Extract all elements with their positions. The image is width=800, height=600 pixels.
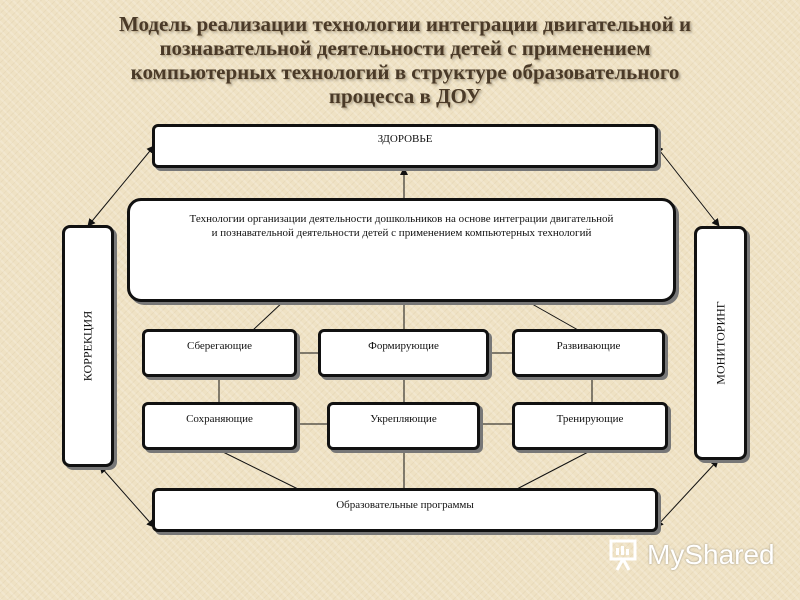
connector-preserving-to-programs [218, 449, 301, 491]
slide-title-line: Модель реализации технологии интеграции … [118, 12, 692, 36]
developing-box: Развивающие [512, 329, 665, 377]
watermark-logo: MyShared [607, 537, 775, 573]
arrow-health-monitoring [655, 145, 720, 227]
slide-title-line: познавательной деятельности детей с прим… [159, 36, 651, 60]
arrow-correction-programs [99, 465, 155, 528]
strengthening-box: Укрепляющие [327, 402, 480, 450]
programs-label: Образовательные программы [336, 499, 474, 511]
preserving-label: Сохраняющие [186, 413, 253, 425]
correction-box: КОРРЕКЦИЯ [62, 225, 114, 467]
monitoring-label: МОНИТОРИНГ [713, 301, 727, 385]
forming-label: Формирующие [368, 340, 439, 352]
strengthening-label: Укрепляющие [370, 413, 437, 425]
training-box: Тренирующие [512, 402, 668, 450]
preserving-box: Сохраняющие [142, 402, 297, 450]
connector-tech-to-developing [524, 299, 579, 331]
saving-box: Сберегающие [142, 329, 297, 377]
programs-box: Образовательные программы [152, 488, 658, 532]
watermark-text: MyShared [647, 539, 775, 570]
health-label: ЗДОРОВЬЕ [377, 133, 433, 145]
health-box: ЗДОРОВЬЕ [152, 124, 658, 168]
slide-title-line: компьютерных технологий в структуре обра… [130, 60, 680, 84]
arrow-health-correction [87, 145, 155, 227]
slide-title: Модель реализации технологии интеграции … [60, 12, 750, 108]
slide-title-line: процесса в ДОУ [328, 84, 482, 108]
forming-box: Формирующие [318, 329, 489, 377]
connector-training-to-programs [514, 449, 593, 491]
technologies-box: Технологии организации деятельности дошк… [127, 198, 676, 302]
correction-label: КОРРЕКЦИЯ [80, 310, 95, 382]
connector-tech-to-saving [252, 299, 286, 331]
arrow-monitoring-programs [655, 459, 719, 528]
presentation-board-icon [609, 539, 637, 571]
technologies-line: и познавательной деятельности детей с пр… [211, 227, 592, 239]
developing-label: Развивающие [556, 340, 621, 352]
monitoring-box: МОНИТОРИНГ [694, 226, 747, 460]
training-label: Тренирующие [556, 413, 624, 425]
saving-label: Сберегающие [186, 340, 253, 352]
technologies-line: Технологии организации деятельности дошк… [189, 213, 614, 225]
